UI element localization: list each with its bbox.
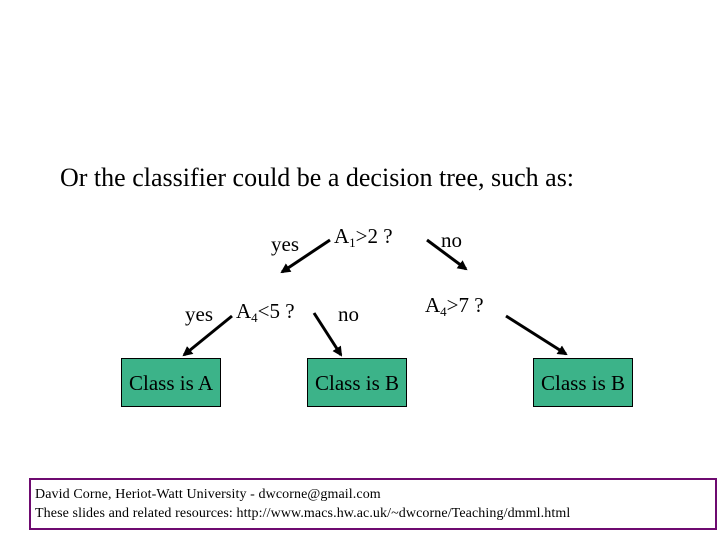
root-no-label: no xyxy=(441,228,462,252)
right-node: A4>7 ? xyxy=(425,293,484,319)
footer-credits: David Corne, Heriot-Watt University - dw… xyxy=(29,478,717,530)
slide-heading: Or the classifier could be a decision tr… xyxy=(60,163,575,192)
root-yes-label: yes xyxy=(271,232,299,256)
left-node: A4<5 ? xyxy=(236,299,295,325)
edge-left-yes xyxy=(182,314,233,357)
edge-root-no xyxy=(426,238,468,271)
leaf-class-b-middle: Class is B xyxy=(307,358,407,407)
edge-right-yes xyxy=(505,314,568,356)
leaf-class-a: Class is A xyxy=(121,358,221,407)
footer-resources: These slides and related resources: http… xyxy=(35,506,571,521)
leaf-class-b-right: Class is B xyxy=(533,358,633,407)
left-yes-label: yes xyxy=(185,302,213,326)
root-node: A1>2 ? xyxy=(334,224,393,250)
left-no-label: no xyxy=(338,302,359,326)
edge-root-yes xyxy=(280,238,331,274)
footer-author: David Corne, Heriot-Watt University - dw… xyxy=(35,487,381,502)
edge-left-no xyxy=(312,312,343,357)
